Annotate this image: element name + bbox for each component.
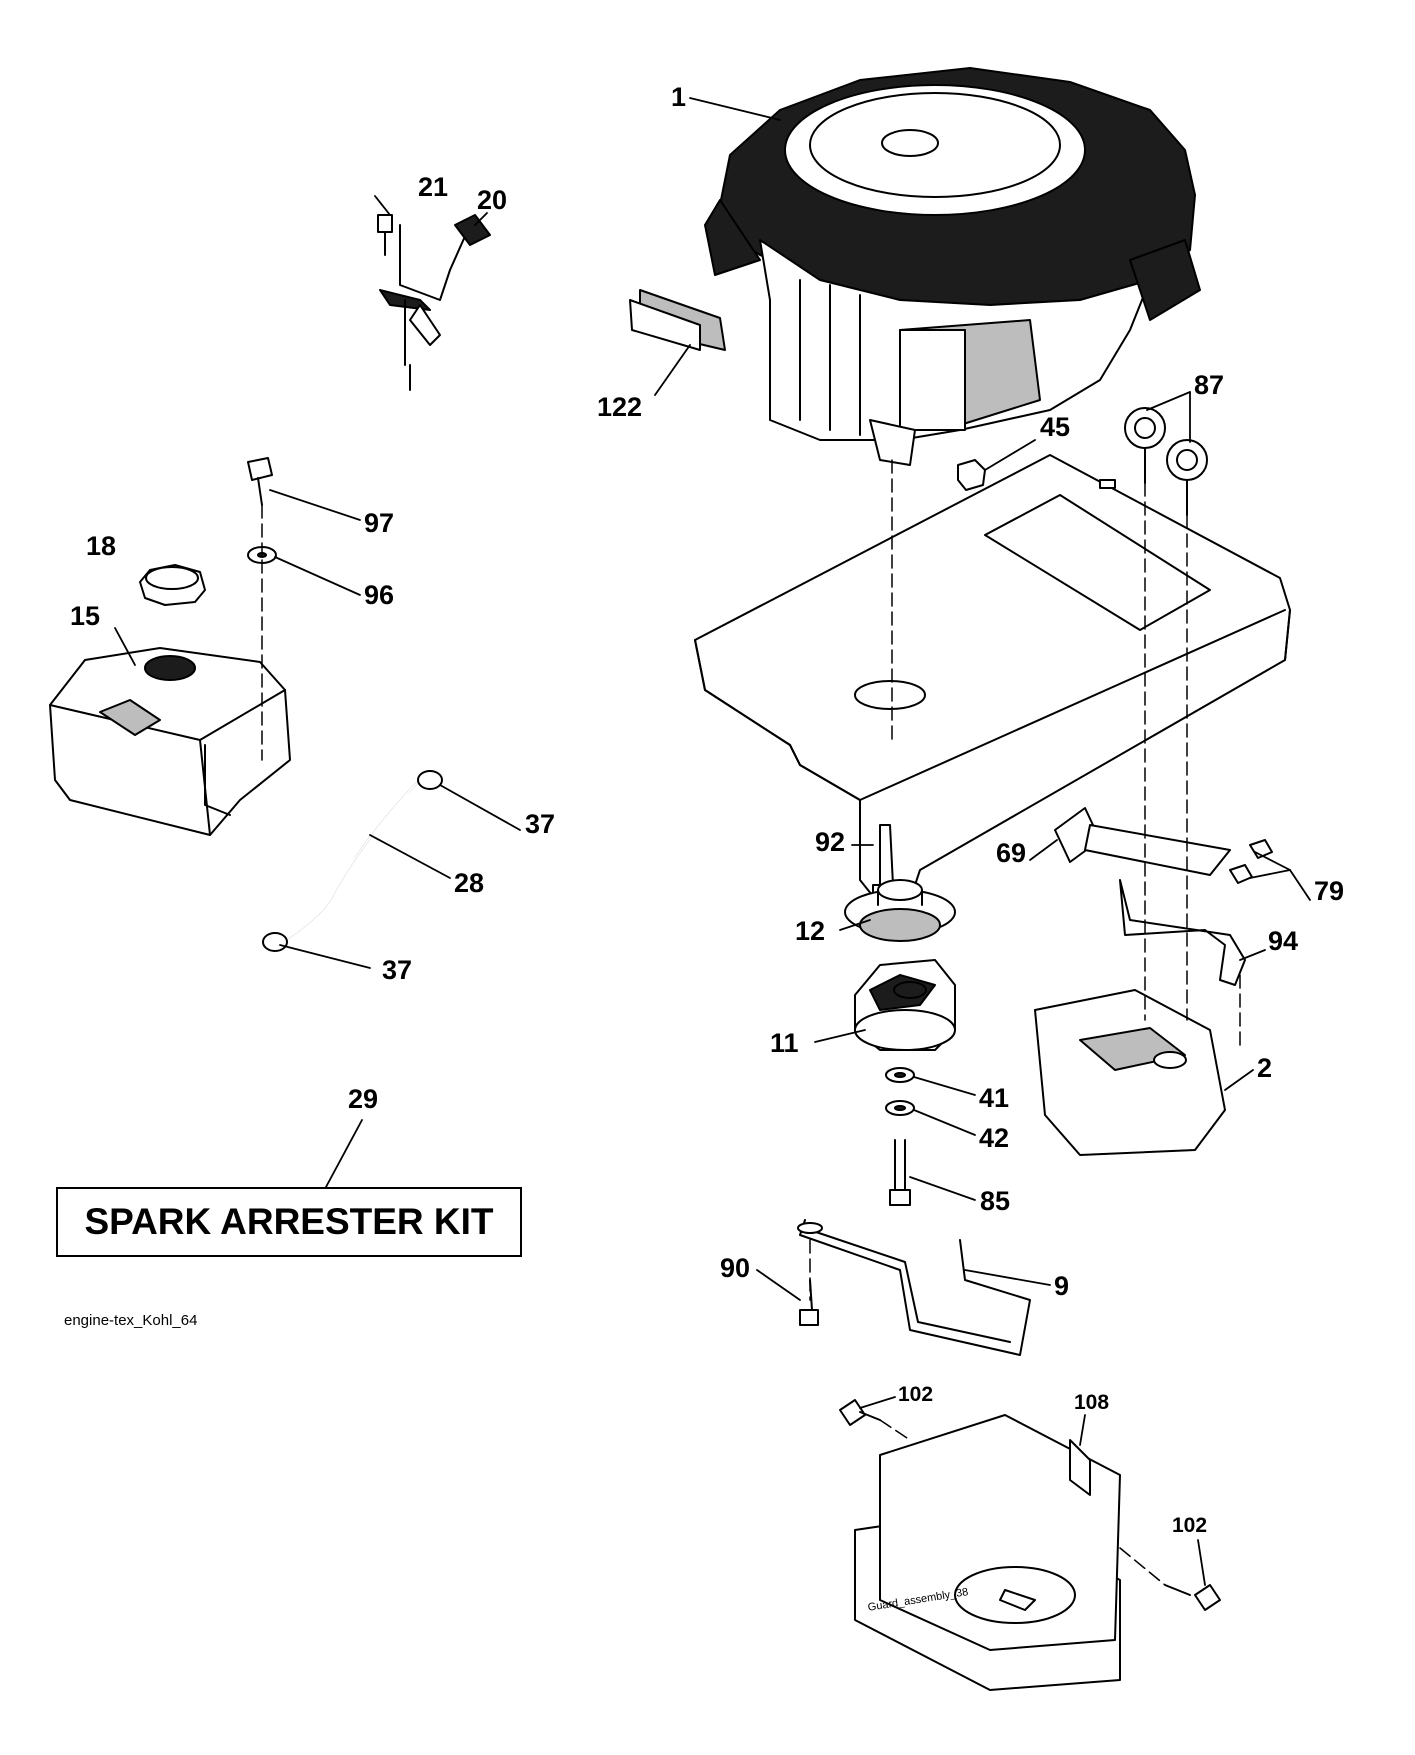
callout-92: 92: [815, 827, 846, 857]
spark-arrester-kit-box: SPARK ARRESTER KIT: [56, 1187, 522, 1257]
spark-arrester-kit-label: SPARK ARRESTER KIT: [84, 1201, 494, 1242]
leader-lines: [114, 97, 1311, 1586]
callout-122: 122: [597, 392, 643, 422]
callout-18: 18: [86, 531, 117, 561]
alignment-lines: [261, 459, 1241, 1586]
fuel-line-part: [262, 770, 443, 952]
callout-2: 2: [1257, 1053, 1273, 1083]
callout-29: 29: [348, 1084, 379, 1114]
callout-87: 87: [1194, 370, 1225, 400]
callout-9: 9: [1054, 1271, 1070, 1301]
callout-102-lower: 102: [1172, 1514, 1208, 1537]
guard-part: [839, 1399, 1221, 1691]
muffler-part: [1034, 989, 1226, 1156]
knob-bolt-part: [1124, 407, 1208, 516]
callout-94: 94: [1268, 926, 1299, 956]
callout-96: 96: [364, 580, 395, 610]
callout-11: 11: [770, 1028, 799, 1058]
callout-41: 41: [979, 1083, 1010, 1113]
drawing-code: engine-tex_Kohl_64: [64, 1312, 198, 1329]
callout-1: 1: [671, 82, 687, 112]
callout-79: 79: [1314, 876, 1345, 906]
frame-part: [694, 454, 1291, 906]
clutch-part: [854, 959, 956, 1051]
tube-part: [629, 289, 726, 351]
callout-42: 42: [979, 1123, 1010, 1153]
callout-37-lower: 37: [382, 955, 413, 985]
callout-85: 85: [980, 1186, 1011, 1216]
callout-15: 15: [70, 601, 101, 631]
mount-bracket-part: [797, 1219, 1031, 1356]
callout-102-upper: 102: [898, 1383, 934, 1406]
callout-12: 12: [795, 916, 826, 946]
engine-part: [704, 67, 1201, 466]
callout-108: 108: [1074, 1391, 1110, 1414]
callout-45: 45: [1040, 412, 1071, 442]
callout-37-upper: 37: [525, 809, 556, 839]
callout-90: 90: [720, 1253, 751, 1283]
callout-21: 21: [418, 172, 449, 202]
fuel-cap-part: [139, 564, 206, 606]
fuel-tank-part: [49, 647, 291, 836]
nut-part: [957, 459, 986, 491]
pulley-part: [844, 879, 956, 942]
callout-97: 97: [364, 508, 395, 538]
exhaust-pipe-part: [1054, 807, 1273, 986]
callout-69: 69: [996, 838, 1027, 868]
callout-28: 28: [454, 868, 485, 898]
washer-part: [885, 1067, 915, 1206]
callout-20: 20: [477, 185, 508, 215]
dipstick-tube-part: [377, 214, 491, 391]
